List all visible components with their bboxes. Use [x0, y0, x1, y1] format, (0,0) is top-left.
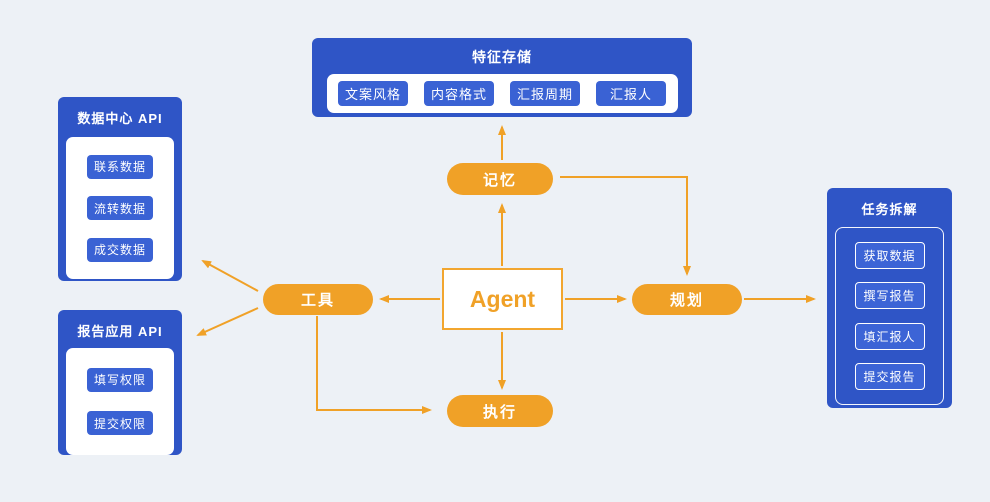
- report-chip-submit-permission: 提交权限: [87, 411, 153, 436]
- task-breakdown-panel: 获取数据 撰写报告 填汇报人 提交报告: [835, 227, 944, 405]
- planning-node: 规划: [632, 284, 742, 315]
- task-breakdown-title: 任务拆解: [861, 202, 918, 217]
- data-center-api-box: 数据中心 API 联系数据 流转数据 成交数据: [58, 97, 182, 281]
- report-chip-write-permission: 填写权限: [87, 367, 153, 392]
- feature-chip-content-format: 内容格式: [424, 81, 494, 106]
- memory-node: 记忆: [447, 163, 553, 195]
- feature-store-panel: 文案风格 内容格式 汇报周期 汇报人: [326, 74, 678, 113]
- data-chip-contact-data: 联系数据: [87, 154, 153, 179]
- tools-node: 工具: [263, 284, 373, 315]
- feature-chip-reporter: 汇报人: [596, 81, 666, 106]
- data-chip-deal-data: 成交数据: [87, 237, 153, 262]
- feature-chip-copy-style: 文案风格: [338, 81, 408, 106]
- task-chip-fill-reporter: 填汇报人: [854, 322, 925, 350]
- arrow-tools-to-report-app: [196, 307, 259, 336]
- report-app-api-box: 报告应用 API 填写权限 提交权限: [58, 310, 182, 455]
- task-breakdown-box: 任务拆解 获取数据 撰写报告 填汇报人 提交报告: [827, 188, 952, 408]
- feature-store-title: 特征存储: [472, 49, 532, 65]
- task-chip-submit-report: 提交报告: [854, 363, 925, 391]
- execution-node: 执行: [447, 395, 553, 427]
- agent-node: Agent: [442, 268, 563, 330]
- arrow-tools-to-execution: [316, 316, 432, 414]
- arrow-memory-to-planning: [560, 176, 691, 276]
- task-chip-write-report: 撰写报告: [854, 282, 925, 310]
- data-center-api-title: 数据中心 API: [77, 111, 163, 126]
- task-chip-fetch-data: 获取数据: [854, 241, 925, 269]
- report-app-api-panel: 填写权限 提交权限: [66, 348, 174, 455]
- feature-store-box: 特征存储 文案风格 内容格式 汇报周期 汇报人: [312, 38, 692, 117]
- data-chip-flow-data: 流转数据: [87, 196, 153, 220]
- report-app-api-title: 报告应用 API: [77, 324, 163, 339]
- data-center-api-panel: 联系数据 流转数据 成交数据: [66, 137, 174, 279]
- arrow-tools-to-data-center: [201, 260, 259, 292]
- feature-chip-report-cycle: 汇报周期: [510, 81, 580, 106]
